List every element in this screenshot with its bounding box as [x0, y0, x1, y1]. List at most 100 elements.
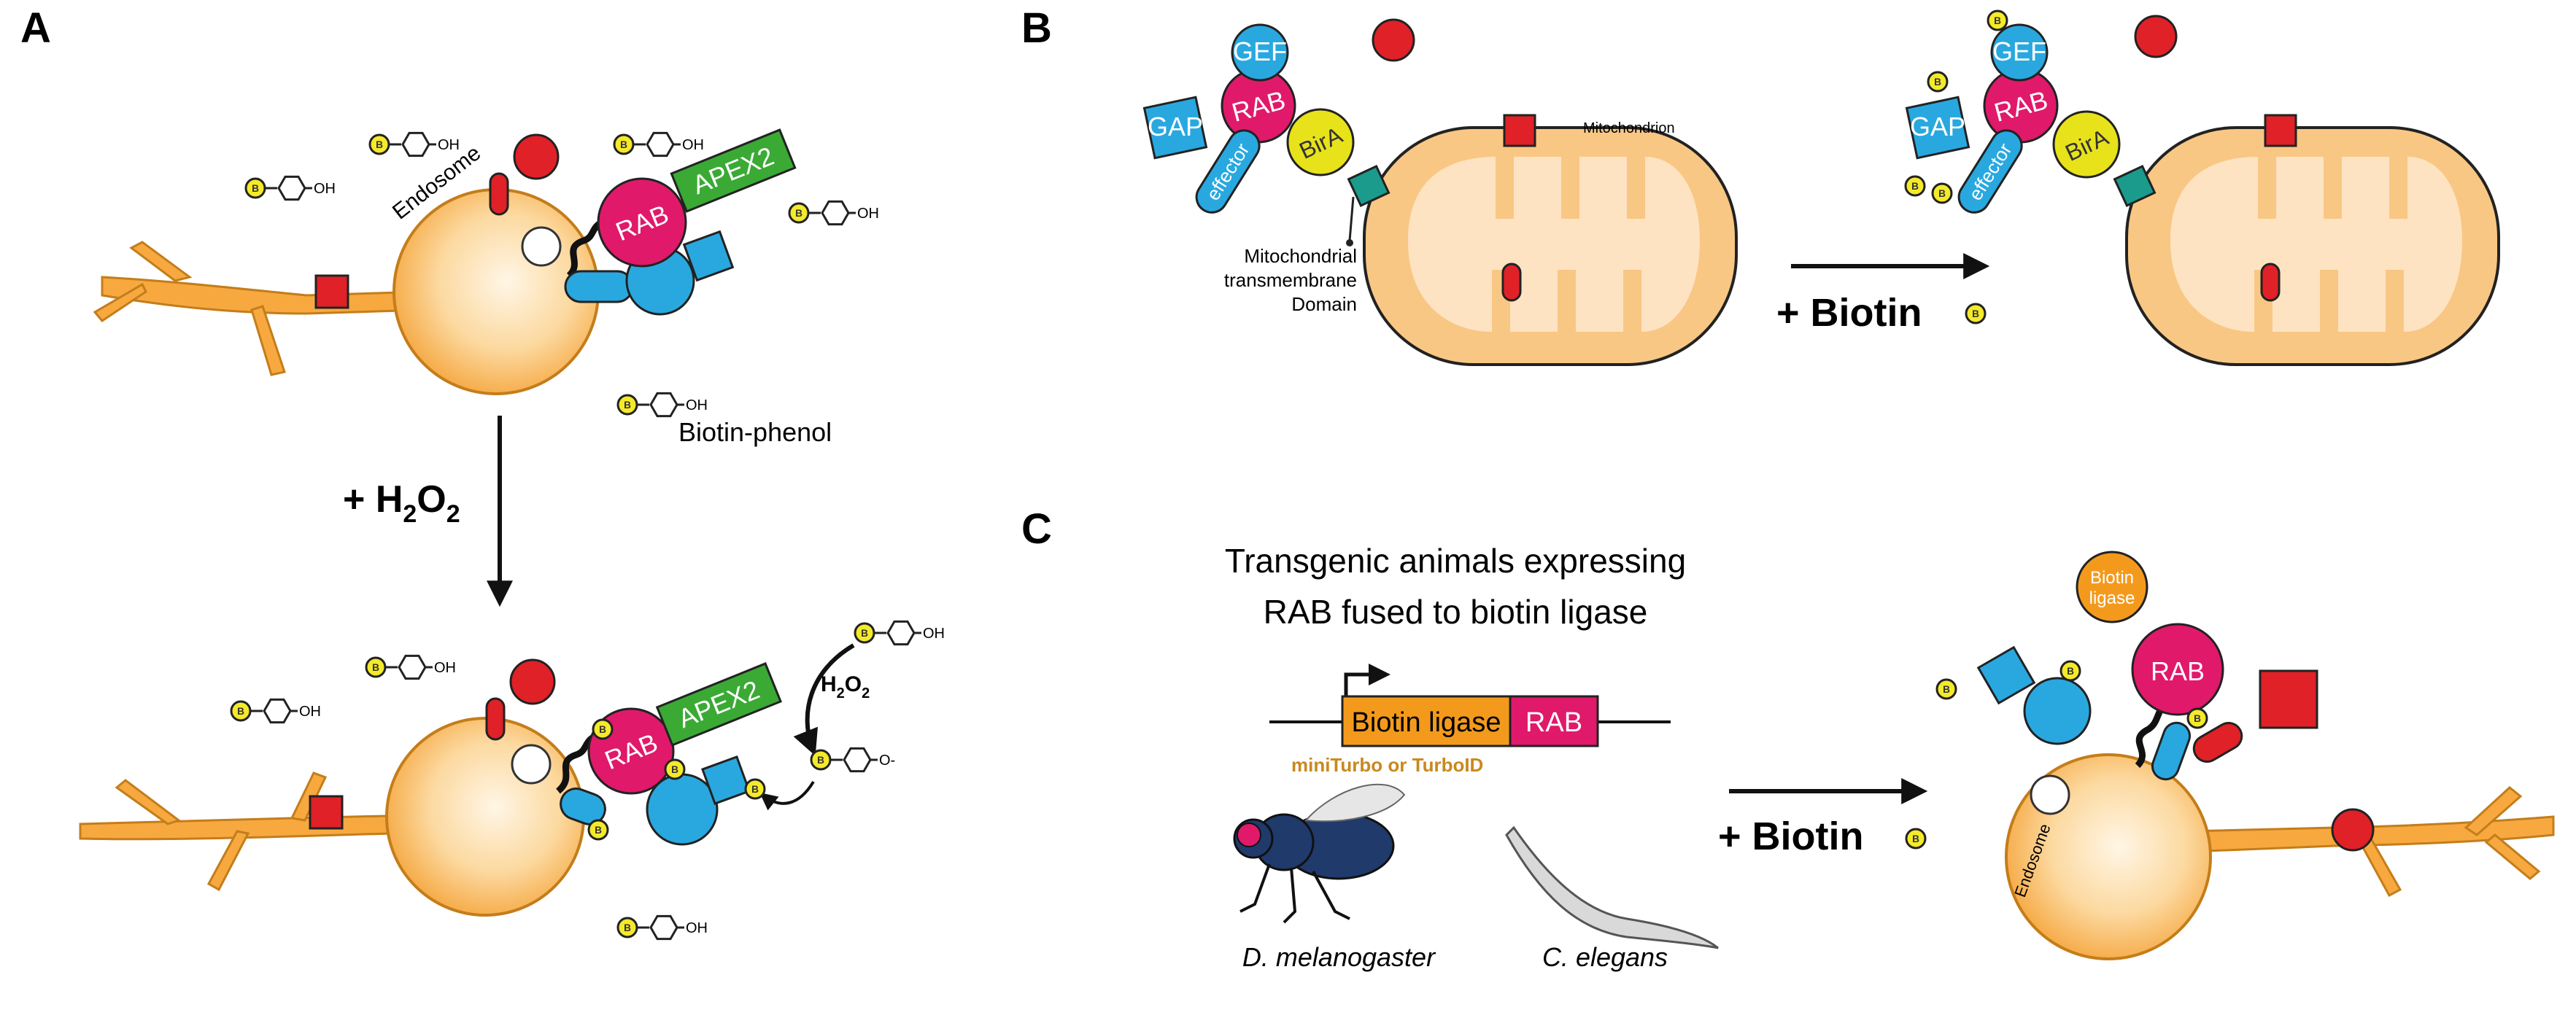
fly-eye	[1237, 823, 1261, 847]
promoter-arrow	[1344, 664, 1391, 696]
endosome-pocket	[521, 226, 562, 267]
ligand-circle	[1372, 18, 1415, 62]
svg-text:O-: O-	[879, 753, 895, 769]
construct-rab-box	[1509, 695, 1599, 747]
receptor-square	[309, 795, 344, 830]
rab-circle	[2131, 623, 2224, 716]
biotin-badge: B	[230, 700, 252, 722]
neuron-branch	[2484, 833, 2541, 880]
tm-label-2: transmembrane	[1224, 269, 1357, 291]
svg-text:B: B	[751, 784, 759, 795]
receptor-square	[314, 274, 349, 309]
plus-biotin-c: + Biotin	[1718, 815, 1864, 858]
svg-text:B: B	[1912, 833, 1919, 844]
mito-inner	[2170, 157, 2462, 332]
h2o2-curved-arrow	[793, 643, 855, 756]
effector-pill	[2151, 721, 2192, 781]
neuron-branch	[2464, 786, 2523, 836]
biotin-badge: B	[1905, 828, 1927, 850]
neuron-branch	[250, 305, 286, 376]
panel-label-b: B	[1021, 4, 1052, 52]
gene-construct: Biotin ligase RAB miniTurbo or TurboID	[1269, 664, 1671, 776]
biotin-badges: B B B B B B B B B B B B B	[587, 9, 2208, 850]
tm-label-1: Mitochondrial	[1244, 245, 1357, 267]
teal-tm-domain	[2113, 165, 2157, 207]
panel-c-title-2: RAB fused to biotin ligase	[1264, 593, 1648, 631]
mitochondrion-1: Mitochondrion	[1363, 114, 1738, 366]
construct-note: miniTurbo or TurboID	[1291, 754, 1483, 776]
labeling-arrow	[759, 780, 815, 811]
biotin-badge: B	[1987, 9, 2008, 31]
svg-text:B: B	[624, 922, 631, 933]
panel-label-c: C	[1021, 505, 1052, 553]
species-worm-label: C. elegans	[1542, 942, 1668, 972]
biotin-badge: B	[854, 622, 875, 644]
neuron-branch	[129, 241, 193, 282]
mito-inner	[1408, 157, 1700, 332]
neuron-a-bottom	[79, 697, 585, 917]
linker	[566, 219, 604, 279]
rab-apex2-complex-bottom: RAB APEX2	[555, 662, 782, 846]
fly-leg	[1283, 867, 1297, 924]
biotin-phenol-caption: Biotin-phenol	[678, 417, 832, 447]
biotin-badge: B	[1935, 678, 1957, 700]
tm-pointer-dot	[1346, 239, 1353, 246]
svg-text:OH: OH	[438, 137, 460, 153]
svg-text:B: B	[595, 825, 602, 836]
apex2-box	[655, 662, 782, 747]
gap-label: GAP	[1148, 112, 1203, 141]
svg-text:OH: OH	[682, 137, 704, 153]
biotin-phenol-molecule: B OH	[230, 698, 321, 724]
gap-label: GAP	[1910, 112, 1965, 141]
effector-pill	[560, 788, 606, 825]
receptor-pill	[485, 697, 506, 741]
mitochondrion-2	[2125, 114, 2500, 366]
rab-circle	[597, 177, 687, 268]
biotin-phenol-molecule: B OH	[244, 175, 336, 201]
svg-text:OH: OH	[686, 920, 708, 936]
svg-text:B: B	[2194, 713, 2201, 724]
fly-leg	[1239, 863, 1271, 913]
gef-label: GEF	[1233, 36, 1287, 66]
svg-text:B: B	[1943, 684, 1950, 695]
svg-text:OH: OH	[434, 660, 456, 676]
biotin-badge: B	[592, 718, 614, 740]
rab-label: RAB	[2151, 656, 2205, 686]
svg-text:B: B	[237, 706, 244, 717]
biotin-badge: B	[744, 778, 766, 800]
neuron-c: Endosome	[2005, 753, 2555, 960]
biotin-badge: B	[1931, 182, 1953, 204]
gef-circle	[1231, 23, 1289, 82]
ligand-circle	[509, 658, 556, 705]
ligand-circle	[2134, 15, 2178, 58]
biotin-badge: B	[664, 758, 686, 780]
svg-text:B: B	[1934, 77, 1941, 88]
species-fly-label: D. melanogaster	[1242, 942, 1436, 972]
gap-square	[701, 755, 751, 805]
biotin-badge: B	[244, 177, 266, 199]
svg-text:OH: OH	[857, 206, 879, 222]
bira-complex-1: BirA RAB GEF GAP effector	[1142, 23, 1391, 246]
svg-text:OH: OH	[299, 704, 321, 720]
neuron-branch	[115, 779, 182, 825]
biotin-badge: B	[810, 749, 832, 771]
gap-square	[1976, 645, 2036, 705]
matrix-pill	[1501, 263, 1522, 302]
biotin-badge: B	[1904, 175, 1926, 197]
svg-text:OH: OH	[314, 181, 336, 197]
biotin-badge: B	[1927, 71, 1949, 93]
svg-text:B: B	[1911, 181, 1919, 192]
effector-pill	[1957, 129, 2023, 214]
tm-label-3: Domain	[1291, 293, 1357, 315]
endosome-pocket	[511, 744, 552, 785]
svg-text:B: B	[252, 183, 259, 194]
ligand-square	[2259, 669, 2318, 729]
gef-circle	[1990, 23, 2049, 82]
panel-c-title-1: Transgenic animals expressing	[1225, 542, 1686, 580]
neuron-branch	[206, 830, 250, 892]
